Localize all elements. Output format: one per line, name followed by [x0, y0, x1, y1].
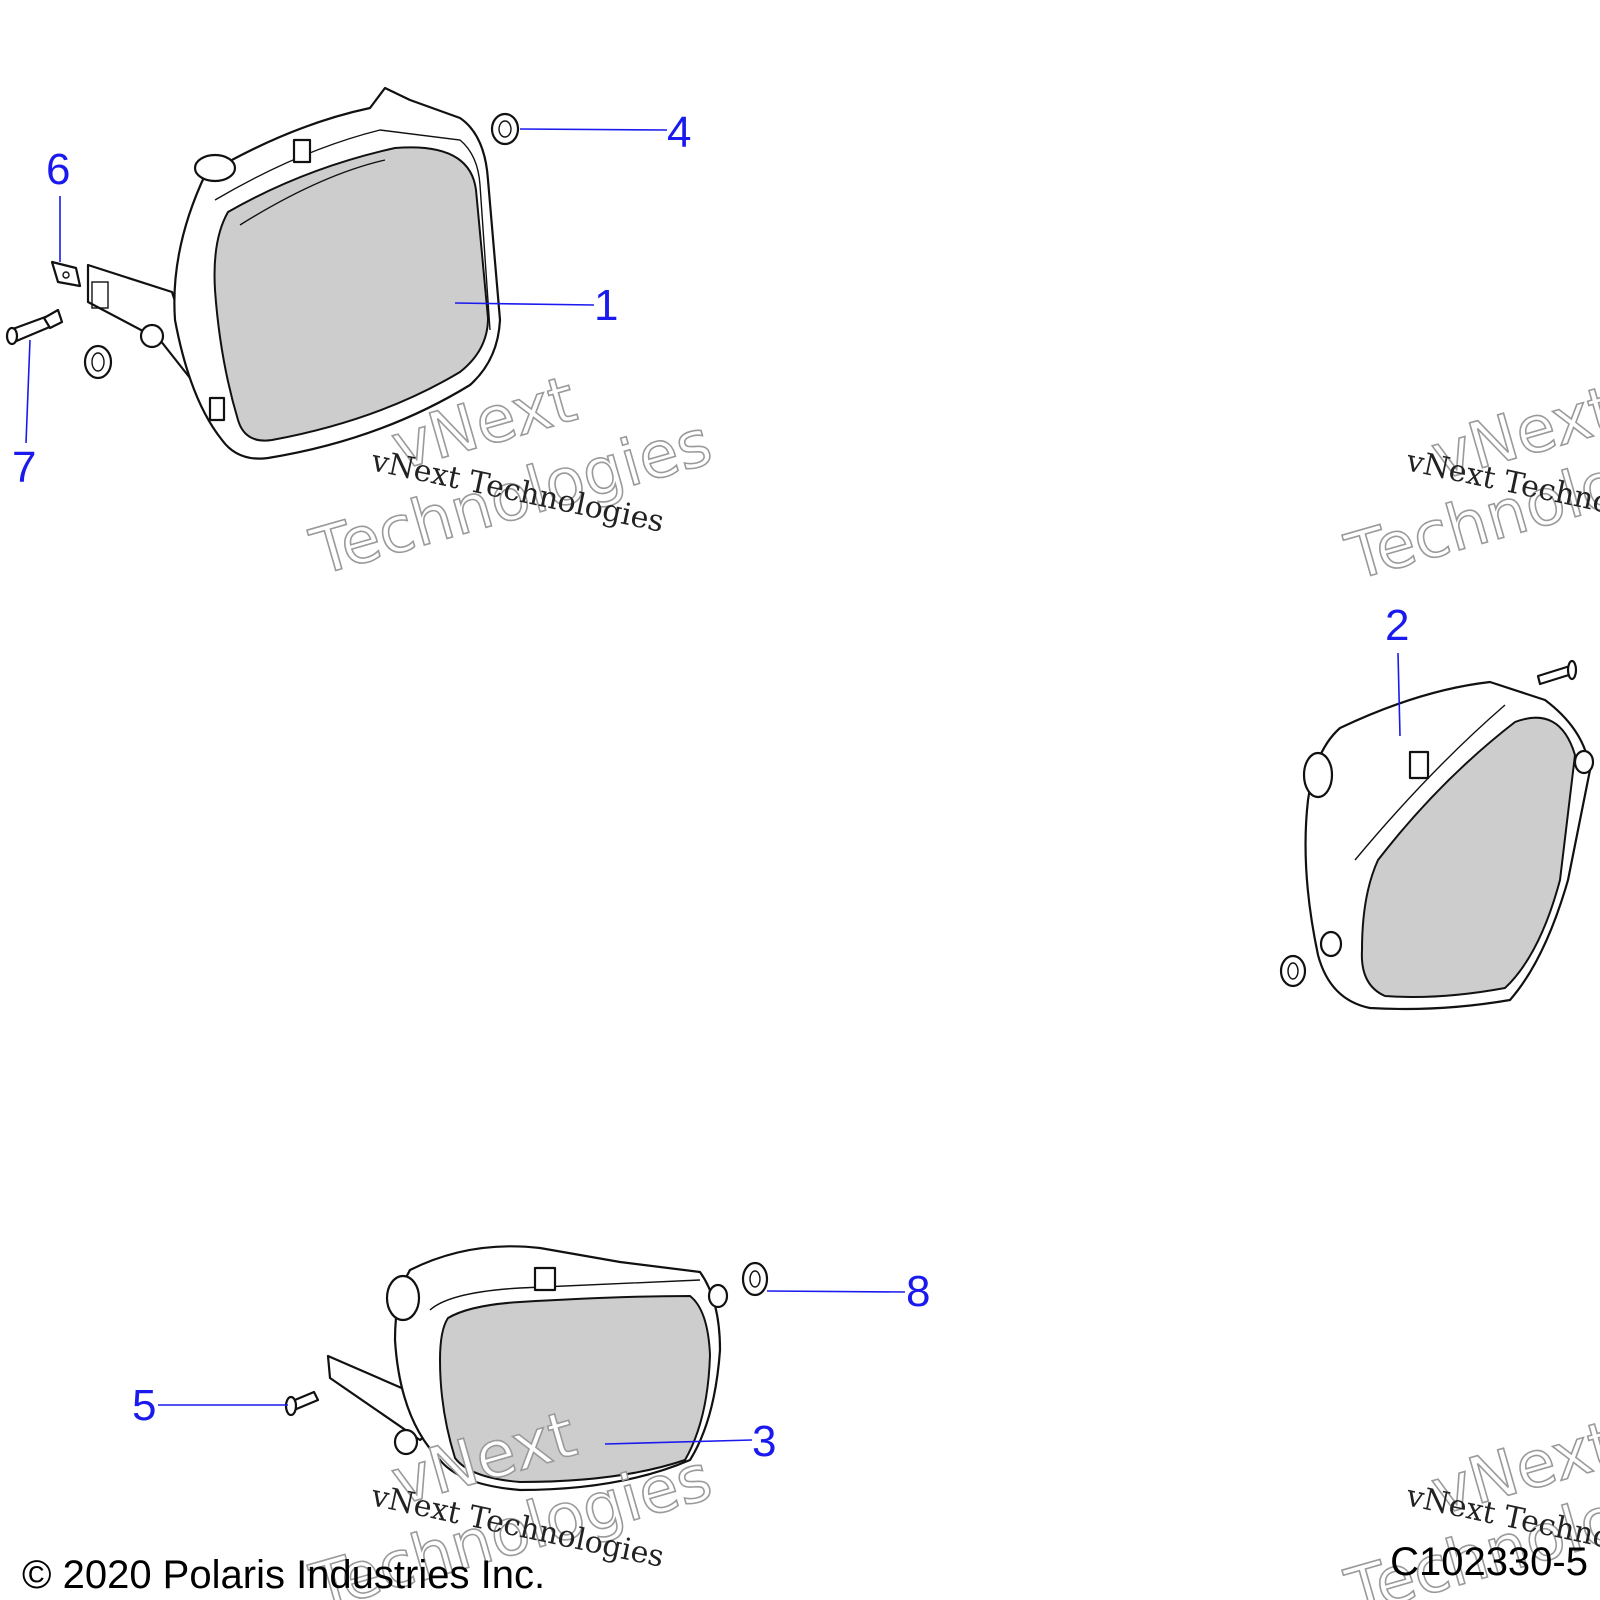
adjuster-knob-2	[1302, 751, 1334, 799]
leader-7	[25, 339, 31, 444]
lens-3	[438, 1294, 712, 1484]
leader-2	[1397, 652, 1401, 737]
pin-2b	[1573, 749, 1595, 775]
grommet-4-inner	[498, 120, 512, 138]
clip-4	[533, 1266, 557, 1292]
copyright-text: © 2020 Polaris Industries Inc.	[22, 1553, 545, 1597]
leader-8	[766, 1290, 906, 1293]
callout-2: 2	[1385, 601, 1409, 650]
speed-nut-6	[50, 260, 82, 288]
pin-3b	[707, 1283, 729, 1309]
callout-3: 3	[752, 1417, 776, 1466]
lens-1	[213, 146, 490, 442]
grommet-8	[741, 1261, 769, 1297]
rim-2	[1354, 704, 1506, 861]
grommet-unlabeled-2	[1279, 954, 1307, 988]
grommet-unlabeled-1-inner	[91, 352, 105, 372]
grommet-4	[490, 112, 520, 146]
speed-nut-hole	[62, 271, 70, 279]
watermark-bottom-right: vNext Technologies vNext Technologies	[1337, 1407, 1600, 1600]
figure-id: C102330-5	[1390, 1540, 1588, 1584]
watermark-right: vNext Technologies vNext Technologies	[1337, 372, 1600, 597]
leader-3	[604, 1439, 753, 1445]
headlight-assembly-3	[326, 1245, 729, 1492]
screw-5	[284, 1390, 320, 1417]
callout-7: 7	[12, 443, 36, 492]
bracket-hole-1	[139, 323, 165, 349]
headlight-assembly-1	[86, 86, 502, 460]
callout-5: 5	[132, 1381, 156, 1430]
housing-rim-1	[214, 129, 491, 331]
adjuster-knob-3	[385, 1274, 421, 1322]
callout-6: 6	[46, 145, 70, 194]
callout-1: 1	[594, 281, 618, 330]
grommet-unlabeled-1	[83, 344, 113, 380]
callout-4: 4	[667, 108, 691, 157]
lens-reflection-1	[239, 159, 386, 226]
lens-2	[1360, 716, 1577, 998]
clip-1	[292, 138, 312, 164]
adjuster-knob-1	[193, 153, 237, 183]
callout-8: 8	[906, 1267, 930, 1316]
leader-1	[454, 302, 595, 306]
grommet-unlabeled-2-inner	[1287, 962, 1299, 980]
screw-part-2	[1536, 659, 1578, 686]
rim-3	[429, 1279, 701, 1311]
screw-7	[5, 308, 64, 346]
bracket-slot-1	[91, 281, 109, 309]
headlight-assembly-2	[1302, 680, 1595, 1011]
grommet-8-inner	[749, 1270, 761, 1288]
pin-2a	[1319, 930, 1343, 958]
clip-2	[208, 396, 226, 422]
clip-3	[1408, 750, 1430, 780]
leader-4	[519, 128, 668, 131]
pin-3a	[393, 1428, 419, 1456]
